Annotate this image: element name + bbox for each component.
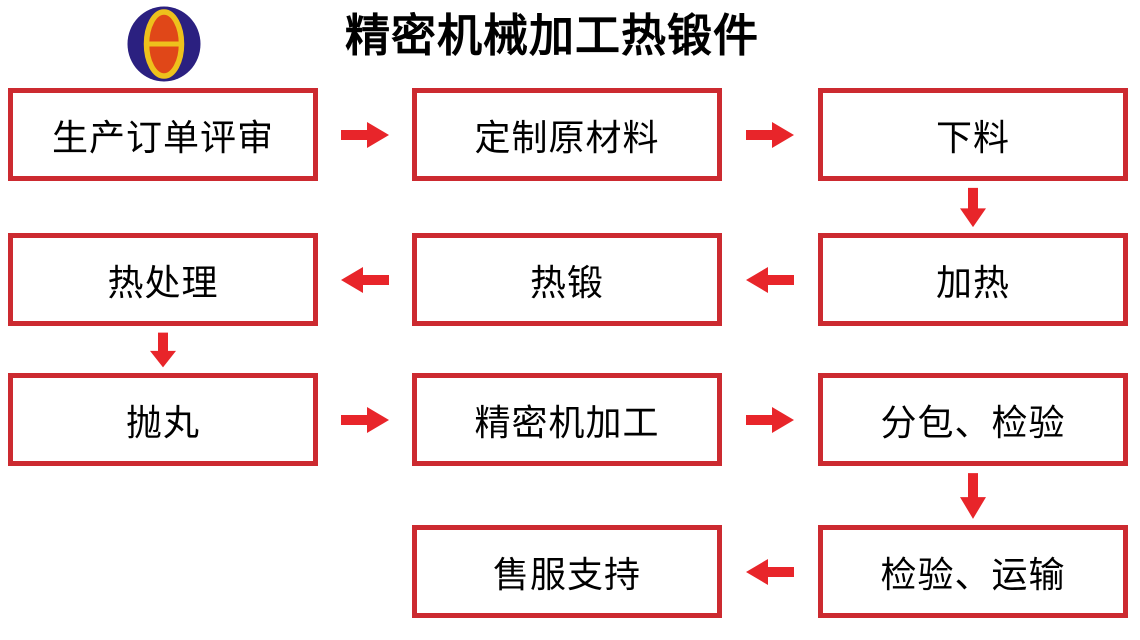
flow-node-label: 热处理 [107,261,219,303]
flow-node-label: 抛丸 [125,401,200,443]
flow-node-hot-forging[interactable]: 热锻 [412,233,722,326]
flow-node-label: 加热 [935,261,1010,303]
flow-node-label: 售服支持 [492,553,641,595]
theta-oval-logo-icon [127,6,201,82]
flow-node-label: 下料 [935,116,1010,158]
flow-node-cutting[interactable]: 下料 [818,88,1128,181]
company-logo [127,5,201,83]
arrow-right-icon [744,120,796,150]
flow-node-label: 热锻 [529,261,604,303]
flow-node-inspection-transport[interactable]: 检验、运输 [818,525,1128,618]
arrow-left-icon [744,557,796,587]
flow-node-label: 定制原材料 [474,116,660,158]
arrow-down-icon [148,331,178,369]
flow-node-heat-treatment[interactable]: 热处理 [8,233,318,326]
flow-node-label: 分包、检验 [880,401,1066,443]
flow-node-shot-blasting[interactable]: 抛丸 [8,373,318,466]
flow-node-label: 检验、运输 [880,553,1066,595]
flow-node-precision-machining[interactable]: 精密机加工 [412,373,722,466]
arrow-down-icon [958,186,988,229]
arrow-left-icon [744,265,796,295]
flow-node-subcontract-inspection[interactable]: 分包、检验 [818,373,1128,466]
arrow-down-icon [958,471,988,521]
flow-node-heating[interactable]: 加热 [818,233,1128,326]
arrow-right-icon [339,120,391,150]
arrow-left-icon [339,265,391,295]
flow-node-order-review[interactable]: 生产订单评审 [8,88,318,181]
arrow-right-icon [339,405,391,435]
flow-node-custom-raw-material[interactable]: 定制原材料 [412,88,722,181]
page-title: 精密机械加工热锻件 [344,10,759,61]
arrow-right-icon [744,405,796,435]
flow-node-after-sales-support[interactable]: 售服支持 [412,525,722,618]
flow-node-label: 生产订单评审 [51,116,274,158]
flow-node-label: 精密机加工 [474,401,660,443]
